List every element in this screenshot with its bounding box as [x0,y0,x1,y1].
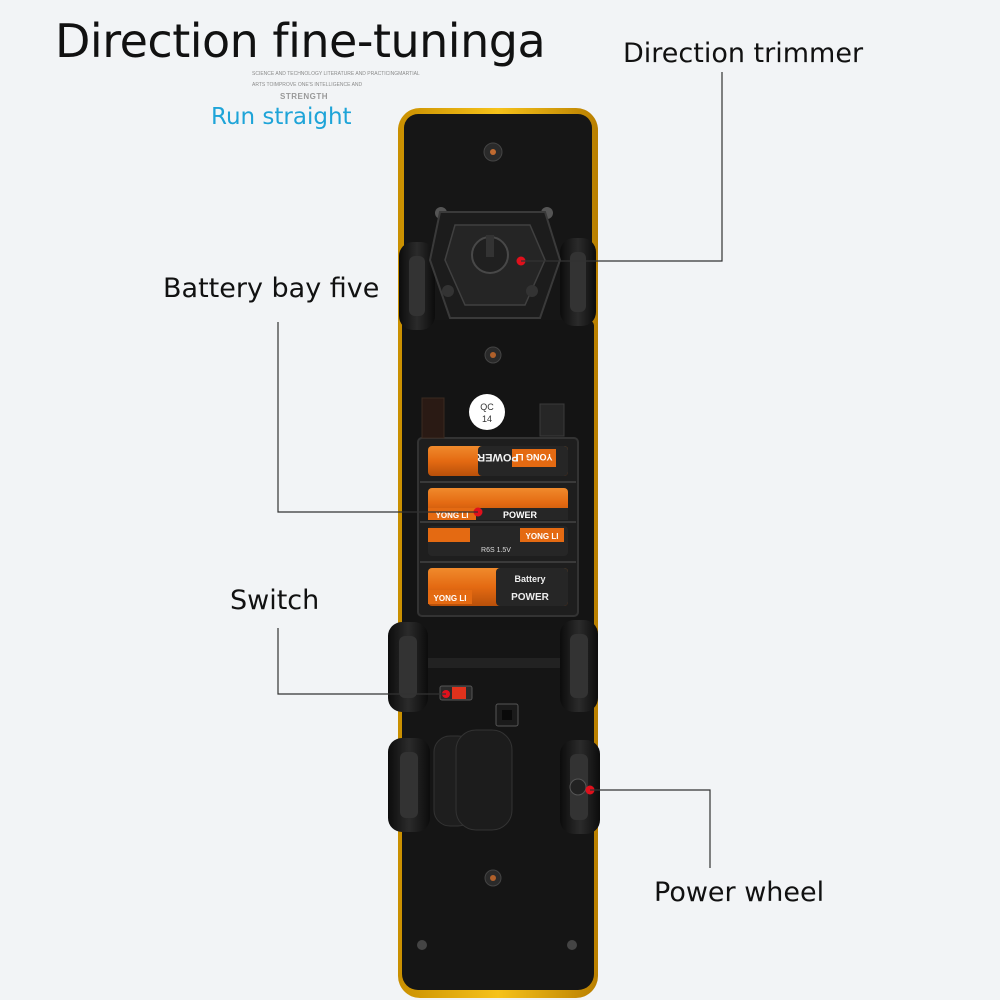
leader-power-wheel [590,789,711,868]
battery-3: YONG LI R6S 1.5V [428,526,568,556]
battery-2: YONG LI POWER [428,488,568,520]
svg-text:YONG LI: YONG LI [436,511,469,520]
svg-text:POWER: POWER [511,592,550,603]
leader-switch [277,628,446,695]
battery-4: YONG LI Battery POWER [428,568,568,606]
callout-power-wheel: Power wheel [654,877,825,908]
qc-sticker [469,394,505,430]
sticker-line-1: QC [480,402,494,412]
svg-text:Battery: Battery [514,574,545,584]
leader-direction-trimmer [521,72,723,262]
tagline-line-1: SCIENCE AND TECHNOLOGY LITERATURE AND PR… [252,71,420,77]
svg-text:POWER: POWER [477,451,519,463]
svg-text:R6S 1.5V: R6S 1.5V [481,547,511,554]
subtitle: Run straight [211,104,352,130]
leader-battery-bay [277,322,478,513]
page-title: Direction fine-tuninga [55,14,546,68]
callout-direction-trimmer: Direction trimmer [623,38,864,69]
callout-battery-bay: Battery bay five [163,273,380,304]
svg-text:YONG LI: YONG LI [526,532,559,541]
battery-1: YONG LI POWER [428,446,568,476]
svg-text:POWER: POWER [503,510,538,520]
tagline-strength: STRENGTH [280,92,328,101]
svg-text:YONG LI: YONG LI [515,452,552,462]
tagline-line-2: ARTS TOIMPROVE ONE'S INTELLIGENCE AND [252,82,363,88]
callout-switch: Switch [230,585,320,616]
sticker-line-2: 14 [482,414,492,424]
svg-text:YONG LI: YONG LI [434,594,467,603]
